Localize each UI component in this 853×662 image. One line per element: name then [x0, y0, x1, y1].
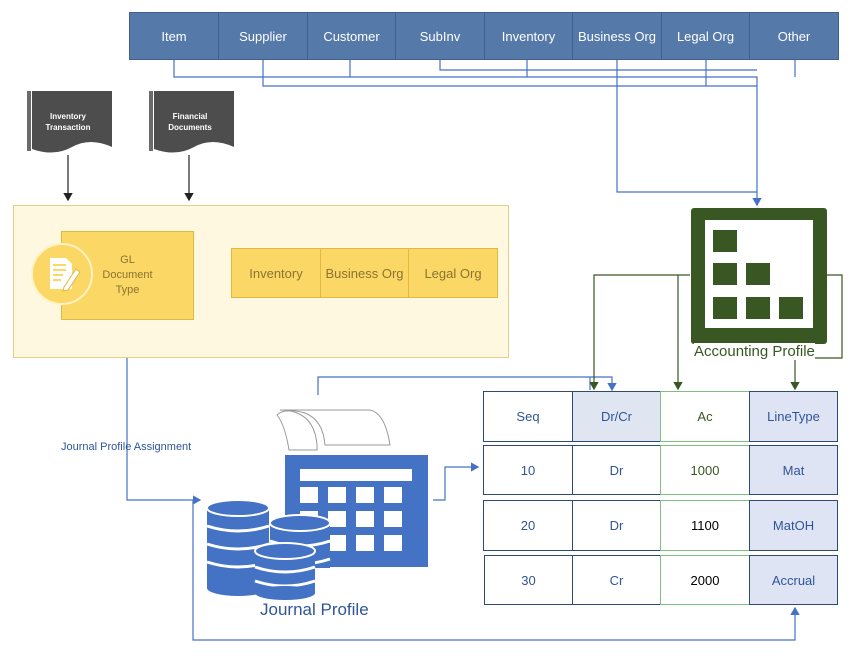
entity-business-org: Business Org [572, 12, 662, 60]
entity-customer: Customer [307, 12, 396, 60]
gl-doc-line1: GL [120, 254, 135, 266]
header-ac: Ac [660, 391, 750, 442]
doc-label-line1: Financial [172, 112, 208, 121]
document-edit-icon [31, 243, 93, 305]
entity-supplier: Supplier [218, 12, 308, 60]
header-seq: Seq [483, 391, 573, 442]
table-row-seq: 20 [483, 500, 573, 551]
inventory-transaction-document: Inventory Transaction [24, 91, 112, 157]
journal-profile-label: Journal Profile [260, 600, 369, 619]
doc-label-line2: Transaction [45, 123, 91, 132]
table-row-drcr: Dr [572, 445, 661, 495]
entity-inventory: Inventory [484, 12, 573, 60]
panel-legal-org: Legal Org [408, 248, 498, 298]
table-row-ac: 1100 [660, 500, 750, 551]
table-row-linetype: MatOH [749, 500, 838, 551]
table-row-ac: 1000 [660, 445, 750, 495]
journal-profile-assignment-label: Journal Profile Assignment [61, 441, 192, 453]
table-row-linetype: Accrual [749, 555, 838, 605]
table-row-drcr: Dr [572, 500, 661, 551]
entity-subinv: SubInv [395, 12, 485, 60]
accounting-profile-icon [691, 208, 827, 344]
panel-business-org: Business Org [320, 248, 409, 298]
gl-doc-line2: Document [102, 269, 153, 281]
table-row-linetype: Mat [749, 445, 838, 495]
entity-legal-org: Legal Org [661, 12, 750, 60]
table-row-ac: 2000 [660, 555, 750, 605]
doc-label-line2: Documents [168, 123, 212, 132]
panel-inventory: Inventory [231, 248, 321, 298]
accounting-profile-label: Accounting Profile [694, 343, 815, 360]
entity-item: Item [129, 12, 219, 60]
table-row-drcr: Cr [572, 555, 661, 605]
doc-label-line1: Inventory [49, 112, 86, 121]
financial-documents-document: Financial Documents [146, 91, 234, 157]
table-row-seq: 30 [484, 555, 573, 605]
entity-other: Other [749, 12, 839, 60]
gl-doc-line3: Type [115, 284, 140, 296]
header-dr-cr: Dr/Cr [572, 391, 661, 442]
header-linetype: LineType [749, 391, 838, 442]
table-row-seq: 10 [483, 445, 573, 495]
journal-profile-icon [205, 405, 435, 600]
